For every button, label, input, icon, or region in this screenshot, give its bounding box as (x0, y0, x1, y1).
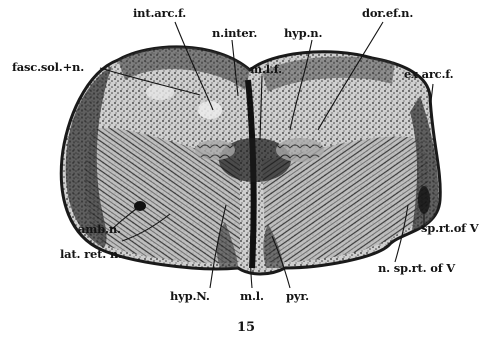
label-fasc-sol-n: fasc.sol.+n. (12, 60, 84, 74)
figure-number: 15 (237, 320, 255, 335)
label-sp-rt-of-v: sp.rt.of V (421, 221, 480, 235)
left-core-texture (195, 140, 235, 160)
label-amb-n: amb.n. (78, 222, 121, 236)
label-n-inter: n.inter. (212, 26, 257, 40)
label-pyr: pyr. (286, 289, 309, 303)
fasc-sol-patch (146, 84, 174, 100)
label-ex-arc-f: ex.arc.f. (404, 67, 454, 81)
right-core-texture (276, 138, 324, 162)
label-hyp-n: hyp.n. (284, 26, 322, 40)
label-m-l-f: m.l.f. (250, 62, 282, 76)
label-n-sp-rt-of-v: n. sp.rt. of V (378, 261, 456, 275)
label-lat-ret-n: lat. ret. n. (60, 247, 122, 261)
label-hyp-N: hyp.N. (170, 289, 210, 303)
label-m-l: m.l. (240, 289, 264, 303)
label-int-arc-f: int.arc.f. (133, 6, 186, 20)
sp-rt-nucleus (418, 186, 430, 214)
label-dor-ef-n: dor.ef.n. (362, 6, 413, 20)
